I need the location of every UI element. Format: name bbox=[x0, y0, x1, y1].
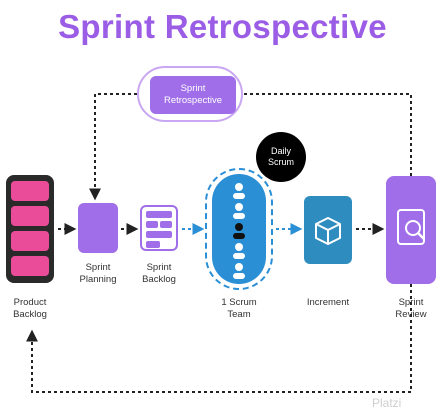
sprint-backlog-cell bbox=[146, 221, 158, 228]
backlog-item-bar bbox=[11, 206, 49, 226]
loop-top-left-connector bbox=[89, 93, 137, 201]
loop-bottom-connector bbox=[26, 284, 412, 393]
scrum-team-label: 1 Scrum Team bbox=[221, 297, 257, 320]
increment-label: Increment bbox=[306, 297, 350, 308]
sprint-backlog-label: Sprint Backlog bbox=[142, 262, 176, 285]
sprint-planning-icon bbox=[78, 203, 118, 253]
sprint-review-icon bbox=[386, 176, 436, 284]
backlog-item-bar bbox=[11, 181, 49, 201]
daily-scrum-node: Daily Scrum bbox=[256, 132, 306, 182]
scrum-team-outline bbox=[205, 168, 273, 290]
backlog-item-bar bbox=[11, 231, 49, 251]
product-backlog-label: Product Backlog bbox=[13, 297, 47, 320]
retrospective-outline bbox=[137, 66, 243, 122]
magnifier-document-icon bbox=[397, 209, 425, 245]
box-icon bbox=[315, 217, 341, 245]
loop-top-connector bbox=[243, 93, 412, 176]
diagram-title: Sprint Retrospective bbox=[58, 8, 387, 45]
team-members-icon bbox=[233, 183, 245, 279]
sprint-backlog-cell bbox=[146, 231, 172, 238]
sprint-backlog-cell bbox=[160, 221, 172, 228]
product-backlog-icon bbox=[6, 175, 54, 283]
sprint-planning-label: Sprint Planning bbox=[79, 262, 117, 285]
platzi-watermark: Platzi bbox=[372, 396, 402, 410]
increment-icon bbox=[304, 196, 352, 264]
retrospective-node: Sprint Retrospective bbox=[150, 76, 236, 114]
sprint-backlog-icon bbox=[140, 205, 178, 251]
scrum-team-icon bbox=[212, 174, 266, 284]
sprint-backlog-cell bbox=[146, 211, 172, 218]
sprint-backlog-cell bbox=[146, 241, 160, 248]
backlog-item-bar bbox=[11, 256, 49, 276]
sprint-review-label: Sprint Review bbox=[395, 297, 427, 320]
